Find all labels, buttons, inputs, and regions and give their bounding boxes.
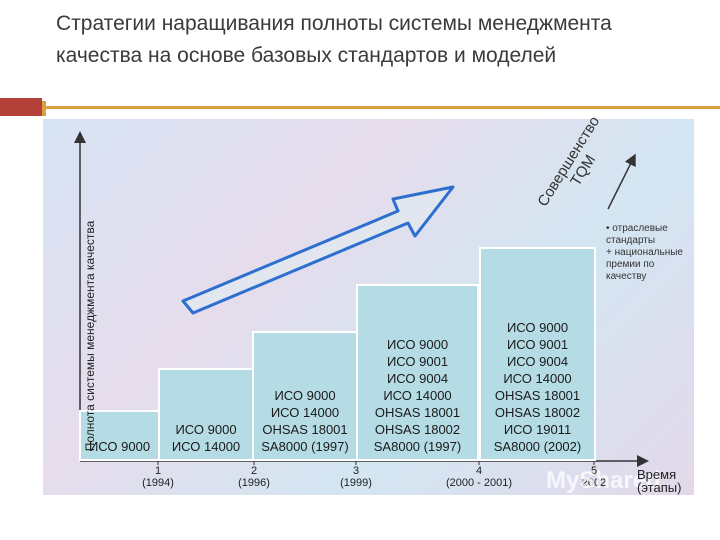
x-axis-label-line1: Время xyxy=(637,467,677,482)
stack-item: SA8000 (1997) xyxy=(261,439,349,454)
legend-item: + национальные премии по качеству xyxy=(606,247,683,282)
x-axis-label-line2: (этапы) xyxy=(637,480,682,495)
tqm-arrow xyxy=(607,153,636,210)
stack-item: OHSAS 18002 xyxy=(374,422,461,437)
x-tick-number: 1 xyxy=(154,465,162,477)
x-tick-year: 2002 xyxy=(581,477,607,489)
stack-item: ИСО 14000 xyxy=(171,439,241,454)
stack-step-5: ИСО 9000 ИСО 9001 ИСО 9004 ИСО 14000 OHS… xyxy=(479,247,596,461)
x-tick-5: 5 2002 xyxy=(559,465,629,489)
stack-step-3: ИСО 9000 ИСО 14000 OHSAS 18001 SA8000 (1… xyxy=(252,331,358,461)
stack-item: ИСО 9000 xyxy=(274,388,336,403)
stack-item: ИСО 14000 xyxy=(270,405,340,420)
legend-item: • отраслевые стандарты xyxy=(606,223,668,246)
stack-item: ИСО 9004 xyxy=(386,371,449,386)
x-tick-1: 1 (1994) xyxy=(123,465,193,489)
stack-item: SA8000 (1997) xyxy=(373,439,462,454)
diagram-axes xyxy=(74,131,649,467)
x-tick-number: 2 xyxy=(250,465,258,477)
stack-item: ИСО 14000 xyxy=(503,371,572,386)
stack-item: ИСО 14000 xyxy=(383,388,452,403)
x-tick-3: 3 (1999) xyxy=(321,465,391,489)
stack-step-2: ИСО 9000 ИСО 14000 xyxy=(158,368,254,461)
stack-item: ИСО 9000 xyxy=(506,320,569,335)
title-accent-block xyxy=(0,98,42,116)
stack-item: ИСО 9001 xyxy=(506,337,569,352)
x-axis-label: Время (этапы) xyxy=(637,468,681,494)
progress-arrow xyxy=(181,185,455,315)
stack-item: OHSAS 18002 xyxy=(494,405,581,420)
x-tick-year: (1996) xyxy=(238,477,270,489)
stack-item: ИСО 19011 xyxy=(503,422,572,437)
staircase-diagram: ИСО 9000 ИСО 9000 ИСО 14000 ИСО 9000 ИСО… xyxy=(43,113,696,495)
x-tick-number: 5 xyxy=(590,465,598,477)
stack-item: OHSAS 18001 xyxy=(262,422,348,437)
stack-item: ИСО 9001 xyxy=(386,354,449,369)
stack-item: ИСО 9000 xyxy=(88,439,151,454)
stack-item: ИСО 9000 xyxy=(175,422,237,437)
stack-item: OHSAS 18001 xyxy=(494,388,581,403)
stack-step-4: ИСО 9000 ИСО 9001 ИСО 9004 ИСО 14000 OHS… xyxy=(356,284,479,461)
stack-item: ИСО 9004 xyxy=(506,354,569,369)
x-tick-4: 4 (2000 - 2001) xyxy=(439,465,519,489)
stack-item: ИСО 9000 xyxy=(386,337,449,352)
y-axis-label: Полнота системы менеджмента качества xyxy=(83,220,97,452)
x-tick-year: (1994) xyxy=(142,477,174,489)
stack-item: SA8000 (2002) xyxy=(493,439,582,454)
x-tick-number: 4 xyxy=(475,465,483,477)
x-tick-2: 2 (1996) xyxy=(219,465,289,489)
slide-title: Стратегии наращивания полноты системы ме… xyxy=(56,12,612,67)
watermark: MyShared xyxy=(546,467,661,494)
legend: • отраслевые стандарты + национальные пр… xyxy=(606,223,696,283)
stack-item: OHSAS 18001 xyxy=(374,405,461,420)
title-accent-line xyxy=(42,106,720,109)
x-tick-year: (2000 - 2001) xyxy=(445,477,513,489)
x-tick-year: (1999) xyxy=(340,477,372,489)
x-tick-number: 3 xyxy=(352,465,360,477)
title-accent-bar xyxy=(42,101,46,116)
